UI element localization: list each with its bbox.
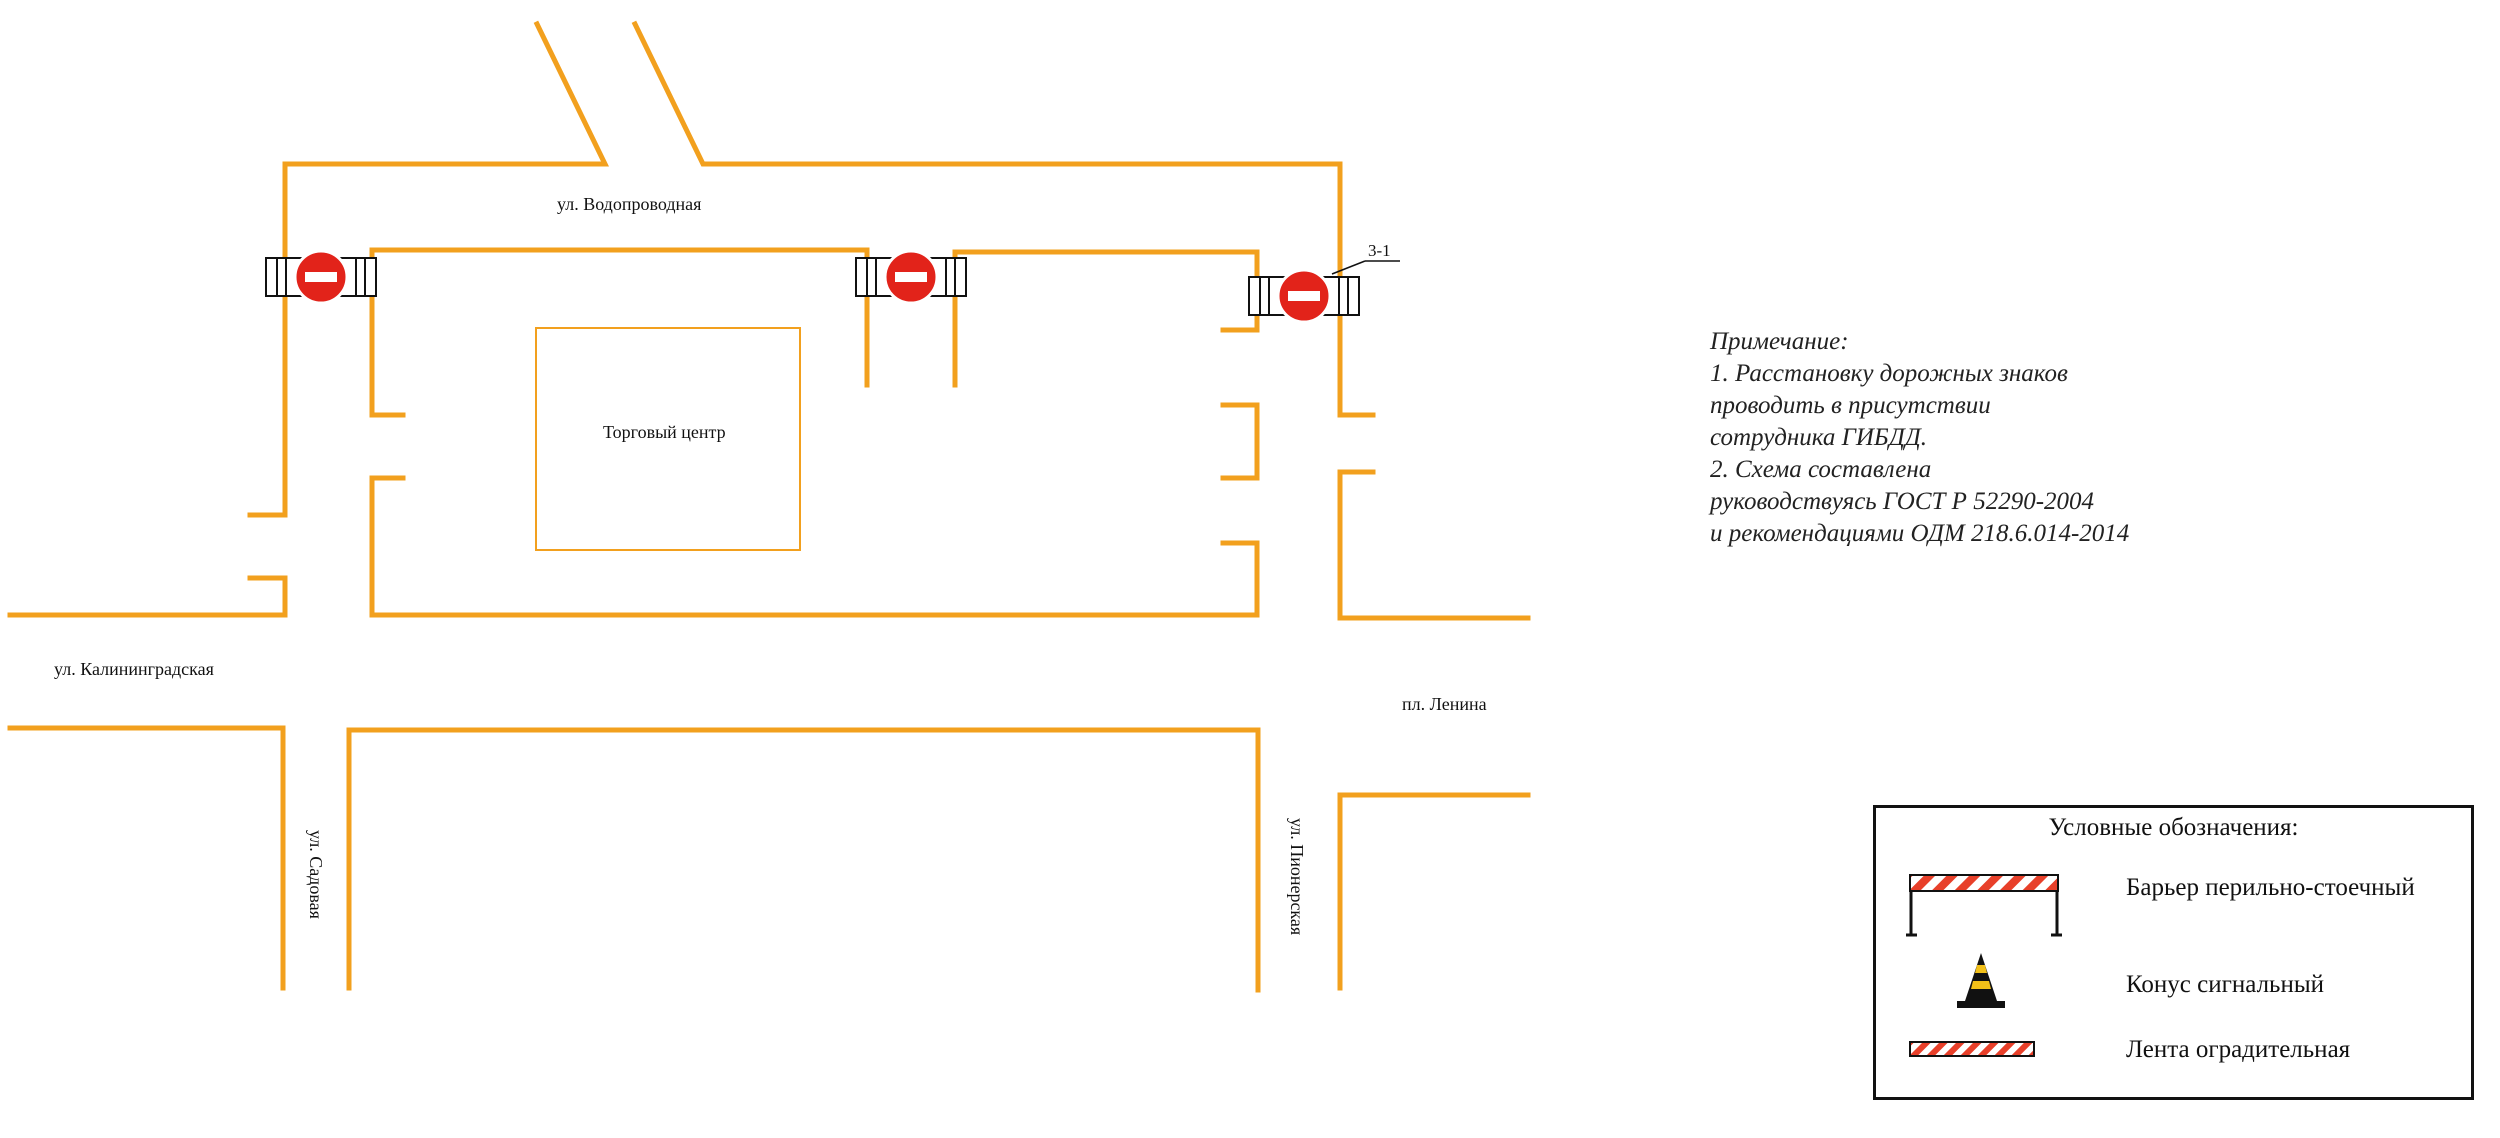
block-outline-east-mid	[1220, 402, 1260, 481]
no-entry-sign-icon	[1276, 268, 1332, 324]
notes-line: 2. Схема составлена	[1710, 456, 1932, 483]
shopping-center-building	[535, 327, 801, 551]
notes-line: и рекомендациями ОДМ 218.6.014-2014	[1710, 520, 2130, 547]
notes-line: проводить в присутствии	[1710, 392, 1991, 419]
building-label: Торговый центр	[603, 422, 726, 442]
square-label-lenina: пл. Ленина	[1402, 694, 1487, 714]
road-curb-west-lower	[7, 575, 288, 618]
road-map: ул. Водопроводная ул. Калининградская пл…	[7, 20, 1531, 993]
street-label-sadovaya: ул. Садовая	[306, 830, 326, 919]
no-entry-sign-icon	[293, 249, 349, 305]
road-curb-north-outer-east	[631, 20, 1376, 418]
warning-tape-icon	[1909, 1041, 2035, 1057]
legend-label-barrier: Барьер перильно-стоечный	[2126, 874, 2415, 901]
traffic-cone-icon	[1957, 953, 2005, 1008]
sign-callout: 3-1	[1331, 241, 1400, 275]
south-block-outline	[346, 727, 1261, 993]
no-entry-sign-icon	[883, 249, 939, 305]
notes-line: сотрудника ГИБДД.	[1710, 424, 1927, 451]
notes-line: руководствуясь ГОСТ Р 52290-2004	[1710, 488, 2095, 515]
legend-box: Условные обозначения: Барьер перильно-ст…	[1873, 805, 2474, 1100]
sign-group-center	[855, 249, 967, 305]
notes-line: 1. Расстановку дорожных знаков	[1710, 360, 2068, 387]
road-curb-north-outer	[247, 20, 609, 518]
south-east-curb	[1337, 792, 1531, 991]
street-label-pionerskaya: ул. Пионерская	[1287, 818, 1307, 935]
road-curb-east-lower	[1337, 469, 1531, 621]
legend-title: Условные обозначения:	[2048, 814, 2299, 841]
sign-group-east	[1248, 268, 1360, 324]
notes-heading: Примечание:	[1710, 328, 1849, 355]
street-label-kaliningradskaya: ул. Калининградская	[54, 659, 214, 679]
south-block-curb	[7, 725, 286, 991]
block-outline-west	[369, 247, 870, 418]
legend-label-cone: Конус сигнальный	[2126, 971, 2325, 998]
block-outline-west-bottom	[369, 475, 1260, 618]
barrier-icon	[1906, 874, 2062, 937]
legend-label-tape: Лента оградительная	[2126, 1036, 2351, 1063]
notes-block: Примечание: 1. Расстановку дорожных знак…	[1710, 326, 2129, 550]
block-outline-east	[952, 249, 1260, 388]
street-label-vodoprovodnaya: ул. Водопроводная	[557, 194, 701, 214]
sign-callout-label: 3-1	[1368, 241, 1391, 260]
sign-group-west	[265, 249, 377, 305]
